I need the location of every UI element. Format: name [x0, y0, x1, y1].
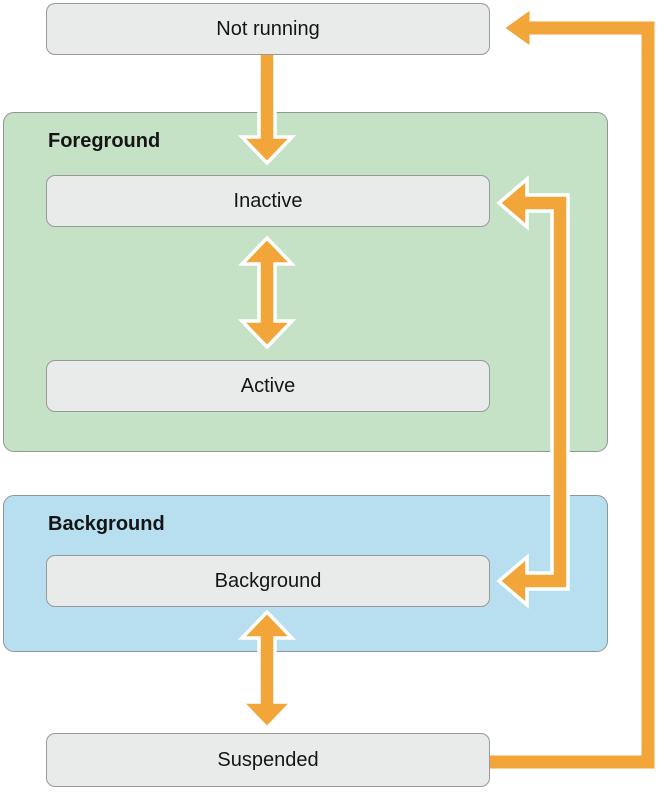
foreground-group-label: Foreground [48, 130, 161, 152]
state-label-not-running: Not running [216, 17, 320, 40]
state-label-background: Background [214, 569, 322, 592]
arrow-inactive-active-bidirectional [237, 235, 297, 350]
arrow-not-running-to-inactive [237, 48, 297, 166]
background-group-label: Background [48, 513, 165, 535]
state-box-background: Background [46, 555, 490, 607]
state-label-suspended: Suspended [217, 748, 319, 771]
state-box-not-running: Not running [46, 3, 490, 55]
arrow-inactive-background-bidirectional [496, 175, 570, 609]
state-box-active: Active [46, 360, 490, 412]
state-box-inactive: Inactive [46, 175, 490, 227]
arrow-suspended-to-not-running [483, 5, 658, 772]
state-box-suspended: Suspended [46, 733, 490, 787]
state-label-active: Active [240, 374, 296, 397]
state-label-inactive: Inactive [233, 189, 303, 212]
arrow-background-suspended-bidirectional [237, 609, 297, 731]
